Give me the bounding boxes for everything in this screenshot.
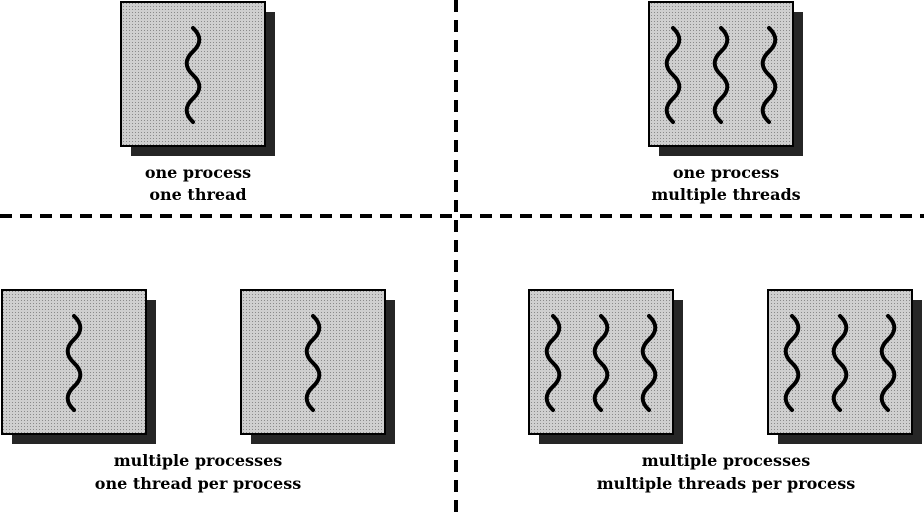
quadrant-top-left: one process one thread [120, 1, 275, 204]
thread-icon [879, 314, 897, 412]
thread-icon [592, 314, 610, 412]
thread-icon [640, 314, 658, 412]
quadrant-top-right: one process multiple threads [648, 1, 803, 204]
thread-icon [544, 314, 562, 412]
process-box [767, 289, 922, 444]
process-box [240, 289, 395, 444]
quadrant-bottom-right: multiple processes multiple threads per … [528, 289, 922, 493]
thread-icon [304, 314, 322, 412]
thread-icon [783, 314, 801, 412]
process-box [120, 1, 275, 156]
process-box [1, 289, 156, 444]
caption-line-1: multiple processes [642, 451, 811, 470]
caption-line-2: multiple threads [651, 185, 800, 204]
quadrant-bottom-left: multiple processes one thread per proces… [1, 289, 395, 493]
caption-line-2: one thread per process [95, 474, 301, 493]
caption-line-1: one process [673, 163, 779, 182]
thread-icon [184, 26, 202, 124]
process-box [648, 1, 803, 156]
thread-icon [760, 26, 778, 124]
caption-line-1: multiple processes [114, 451, 283, 470]
thread-icon [712, 26, 730, 124]
thread-icon [831, 314, 849, 412]
caption-line-2: one thread [149, 185, 246, 204]
caption-line-2: multiple threads per process [597, 474, 855, 493]
process-box [528, 289, 683, 444]
thread-icon [664, 26, 682, 124]
caption-line-1: one process [145, 163, 251, 182]
thread-icon [65, 314, 83, 412]
